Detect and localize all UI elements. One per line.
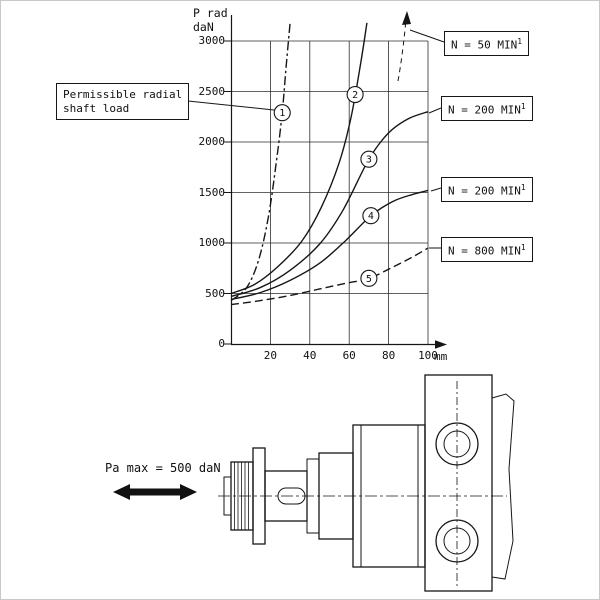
y-tick-label: 1000	[198, 236, 226, 249]
y-tick-label: 1500	[198, 185, 226, 199]
curve-marker-2	[346, 85, 364, 104]
rpm-box-3-leader	[430, 187, 442, 192]
x-axis-unit: mm	[434, 350, 448, 363]
curve-2	[230, 22, 368, 295]
chart-grid	[224, 40, 429, 345]
callout-line2: shaft load	[63, 101, 130, 115]
curve-marker-number: 3	[366, 155, 372, 166]
x-tick-label: 60	[342, 349, 356, 362]
x-tick-label: 100	[418, 349, 438, 362]
y-tick-label: 500	[205, 286, 225, 300]
broken-edge	[491, 393, 515, 580]
rpm-box-3: N = 200 MIN1	[441, 177, 533, 203]
y-axis-label-line2: daN	[193, 20, 214, 34]
curve-1	[230, 22, 291, 302]
rpm-box-3-text: N = 200 MIN	[448, 184, 521, 198]
curve-marker-3	[360, 150, 378, 168]
axial-load-arrow	[113, 484, 197, 500]
curve-marker-number: 4	[368, 211, 374, 222]
rpm-box-2-leader	[428, 107, 442, 114]
y-tick-label: 3000	[198, 34, 226, 47]
rpm-box-4: N = 800 MIN1	[441, 237, 533, 263]
left-arrowhead-icon	[113, 484, 130, 500]
callout-leader-line	[187, 100, 275, 111]
x-axis-arrow-icon	[435, 340, 447, 349]
x-tick-label: 20	[263, 349, 278, 362]
y-tick-label: 2000	[198, 135, 226, 148]
callout-line1: Permissible radial	[63, 88, 183, 101]
rpm-box-2-text: N = 200 MIN	[448, 103, 521, 117]
rpm-box-3-exponent: 1	[520, 183, 526, 192]
mounting-flange	[424, 374, 493, 592]
up-arrow-icon	[402, 11, 411, 25]
curve-marker-number: 5	[366, 274, 372, 285]
curve-marker-4	[362, 207, 380, 225]
y-axis-label-line1: P rad	[193, 6, 228, 20]
shaft-assembly-drawing	[113, 374, 515, 592]
curve-marker-5	[360, 269, 378, 287]
curve-5	[230, 247, 429, 306]
chart-axes	[230, 15, 447, 349]
permissible-load-callout: Permissible radial shaft load	[56, 83, 190, 120]
offscale-dashed-line	[397, 18, 407, 82]
curve-markers: 1 2 3 4 5	[273, 85, 380, 287]
rpm-box-1-exponent: 1	[517, 37, 523, 46]
curve-marker-number: 1	[279, 108, 285, 119]
y-tick-label: 2500	[198, 84, 226, 98]
offscale-continuation-arrow	[397, 11, 411, 82]
max-axial-load-label: Pa max = 500 daN	[105, 461, 221, 475]
y-axis-label: P rad daN	[193, 6, 228, 34]
right-arrowhead-icon	[180, 484, 197, 500]
rpm-box-2-exponent: 1	[520, 102, 526, 111]
rpm-box-4-text: N = 800 MIN	[448, 244, 521, 258]
leader-lines	[187, 29, 445, 249]
x-tick-label: 80	[381, 349, 396, 362]
rpm-box-2: N = 200 MIN1	[441, 96, 533, 122]
curve-marker-number: 2	[352, 90, 358, 101]
y-tick-label: 0	[218, 337, 225, 350]
curve-marker-1	[273, 104, 291, 122]
rpm-box-1-text: N = 50 MIN	[451, 38, 518, 52]
x-tick-label: 40	[303, 349, 317, 362]
rpm-box-4-exponent: 1	[520, 243, 526, 252]
curve-3	[230, 111, 429, 298]
rpm-box-1-leader	[409, 29, 445, 43]
chart-curves	[230, 22, 429, 306]
rpm-box-1: N = 50 MIN1	[444, 31, 530, 57]
curve-4	[230, 189, 429, 301]
